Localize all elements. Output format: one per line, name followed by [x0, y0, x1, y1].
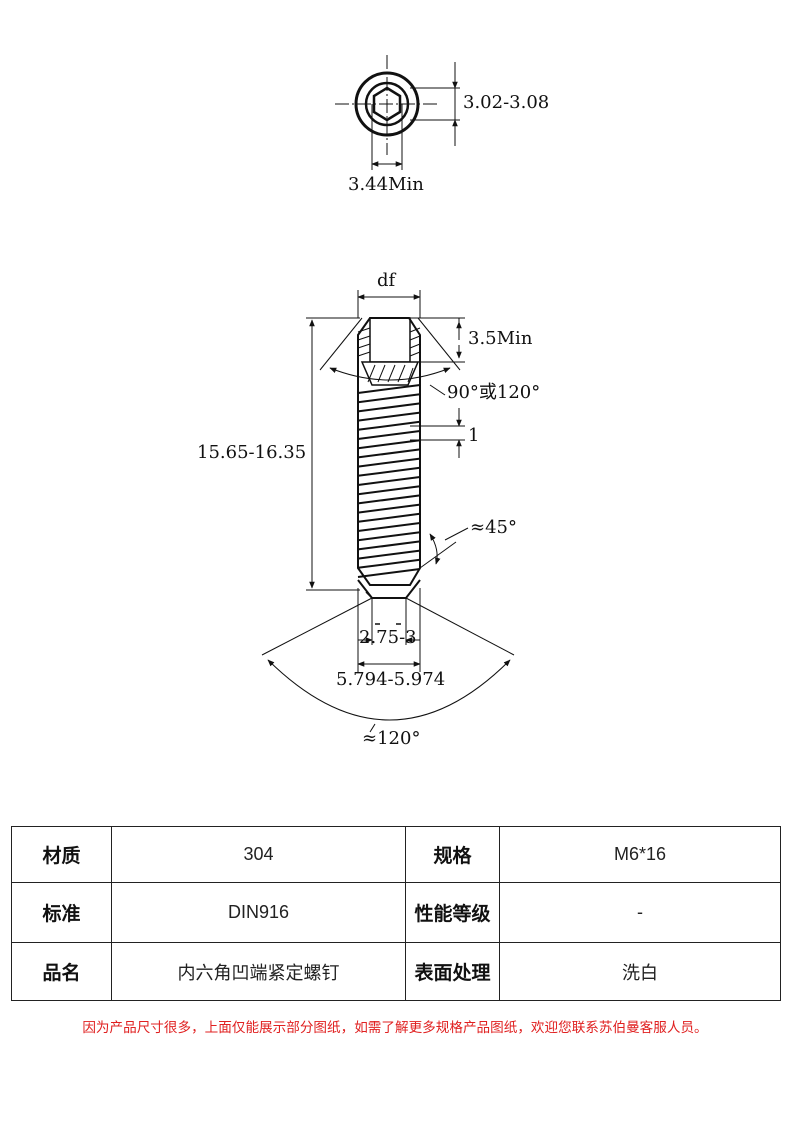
top-view — [335, 55, 460, 170]
thread-line — [357, 549, 421, 560]
standard-value: DIN916 — [111, 882, 406, 943]
df-label: df — [377, 270, 397, 291]
thread-line — [357, 402, 421, 413]
inner-circle — [364, 81, 410, 127]
cup-inner-label: 2.75-3 — [359, 627, 417, 648]
material-label: 材质 — [11, 826, 112, 883]
socket-threads — [357, 327, 421, 357]
thread-lines — [357, 384, 421, 578]
product-name-value: 内六角凹端紧定螺钉 — [111, 942, 406, 1001]
outer-circle — [354, 71, 420, 137]
thread-line — [357, 448, 421, 459]
surface-label: 表面处理 — [405, 942, 500, 1001]
spec-label: 规格 — [405, 826, 500, 883]
thread-line — [357, 411, 421, 422]
cup-point — [357, 579, 421, 599]
socket-angle-label: 90°或120° — [447, 382, 540, 403]
thread-line — [357, 485, 421, 496]
hex-socket — [372, 86, 402, 122]
spec-value: M6*16 — [499, 826, 781, 883]
technical-drawing: 3.02-3.08 3.44Min — [197, 55, 549, 749]
grade-value: - — [499, 882, 781, 943]
spec-table: 材质 304 规格 M6*16 标准 DIN916 性能等级 - 品名 内六角凹… — [11, 826, 781, 1001]
thread-line — [357, 540, 421, 551]
pitch-label: 1 — [468, 425, 479, 446]
thread-line — [357, 420, 421, 431]
screw-body-outline — [357, 317, 421, 586]
top-width-label: 3.02-3.08 — [463, 92, 549, 113]
top-hex-label: 3.44Min — [348, 174, 424, 195]
thread-line — [357, 457, 421, 468]
thread-line — [357, 531, 421, 542]
thread-line — [357, 503, 421, 514]
thread-line — [357, 522, 421, 532]
table-row: 材质 304 规格 M6*16 — [11, 826, 781, 883]
material-value: 304 — [111, 826, 406, 883]
table-row: 品名 内六角凹端紧定螺钉 表面处理 洗白 — [11, 942, 781, 1001]
grade-label: 性能等级 — [405, 882, 500, 943]
thread-line — [357, 384, 421, 394]
thread-line — [357, 494, 421, 505]
surface-value: 洗白 — [499, 942, 781, 1001]
cup-angle-label: ≈120° — [362, 728, 420, 749]
product-name-label: 品名 — [11, 942, 112, 1001]
side-view — [261, 290, 515, 733]
socket-cavity — [369, 317, 411, 363]
thread-line — [357, 558, 421, 569]
thread-line — [357, 476, 421, 486]
thread-line — [357, 512, 421, 523]
standard-label: 标准 — [11, 882, 112, 943]
notice-text: 因为产品尺寸很多，上面仅能展示部分图纸，如需了解更多规格产品图纸，欢迎您联系苏伯… — [82, 1020, 708, 1036]
cup-outer-label: 5.794-5.974 — [336, 669, 445, 690]
thread-line — [357, 430, 421, 440]
thread-line — [357, 439, 421, 450]
point-angle-label: ≈45° — [470, 517, 517, 538]
socket-depth-label: 3.5Min — [468, 328, 533, 349]
thread-line — [357, 568, 421, 578]
thread-line — [357, 393, 421, 404]
thread-line — [357, 466, 421, 477]
table-row: 标准 DIN916 性能等级 - — [11, 882, 781, 943]
length-label: 15.65-16.35 — [197, 442, 306, 463]
